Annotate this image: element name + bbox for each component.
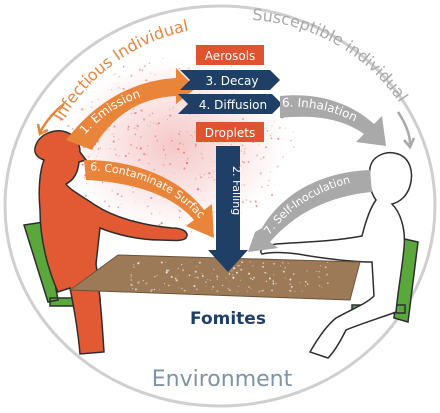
infectious-person xyxy=(34,130,188,355)
self-inoculation-arrow xyxy=(248,170,372,252)
susceptible-individual-label: Susceptible individual xyxy=(252,5,412,105)
table-droplets xyxy=(130,261,329,293)
infectious-arc-arrow xyxy=(38,103,65,133)
droplets-label: Droplets xyxy=(205,126,256,140)
emission-arrow xyxy=(66,68,196,150)
environment-circle xyxy=(3,4,437,408)
fomites-label: Fomites xyxy=(190,309,266,329)
inhalation-arrow xyxy=(280,95,386,146)
susceptible-person xyxy=(260,152,413,359)
diffusion-label: 4. Diffusion xyxy=(199,98,267,112)
susceptible-arc-arrow xyxy=(396,111,412,145)
table xyxy=(68,254,361,301)
aerosols-label: Aerosols xyxy=(205,49,256,63)
environment-label: Environment xyxy=(152,367,293,392)
contaminate-surfaces-arrow xyxy=(84,160,214,238)
decay-label: 3. Decay xyxy=(206,74,259,88)
falling-label: 2. Falling xyxy=(230,166,243,215)
falling-arrow xyxy=(208,146,248,272)
droplets-box xyxy=(196,122,264,142)
decay-chevron xyxy=(180,70,280,90)
diffusion-chevron xyxy=(178,94,282,114)
aerosols-box xyxy=(196,45,264,65)
